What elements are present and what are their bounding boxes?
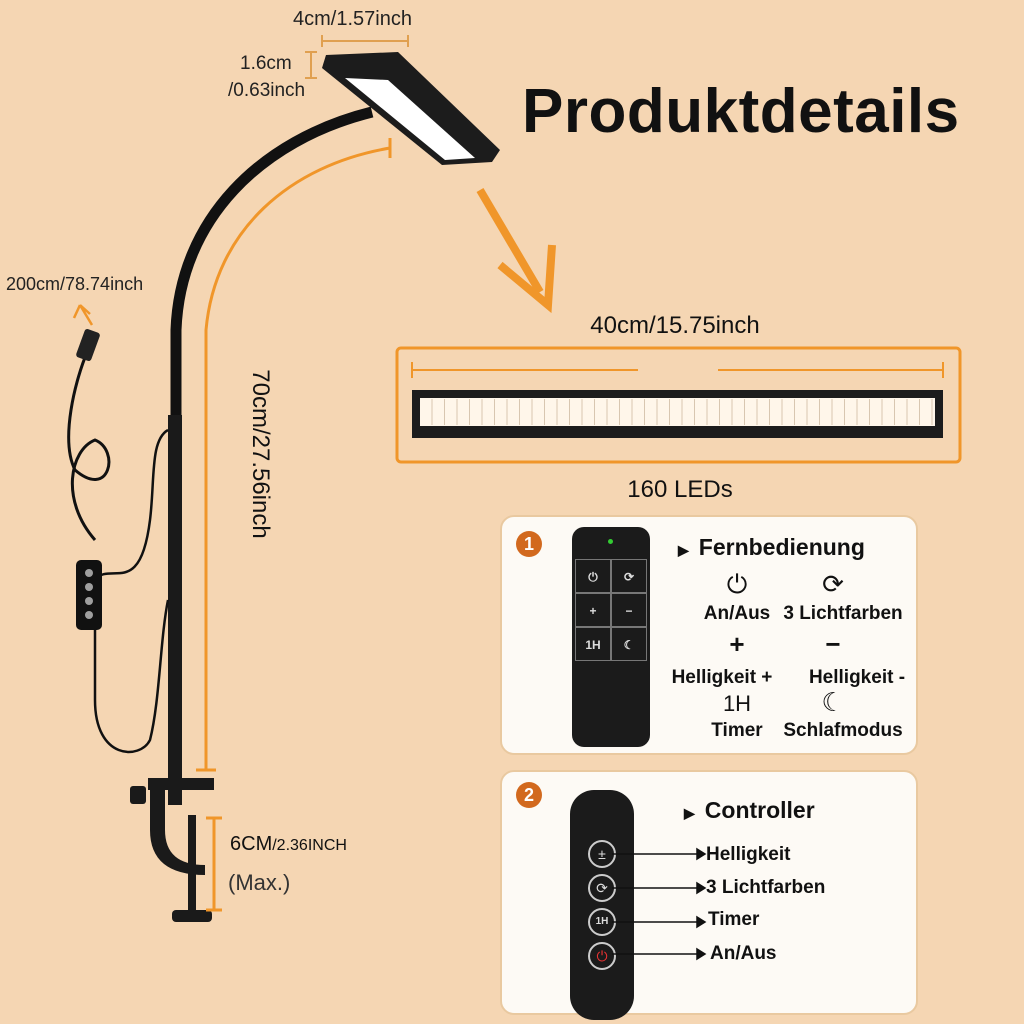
controller-power-label: An/Aus — [710, 943, 777, 964]
controller-power-icon: ⏻ — [588, 942, 616, 970]
remote-plus-icon: + — [575, 593, 611, 627]
arm-length-label: 70cm/27.56inch — [247, 369, 274, 539]
remote-cycle-icon: ⟳ — [611, 559, 647, 593]
lamp-pole — [168, 415, 182, 805]
bar-length-label: 40cm/15.75inch — [590, 312, 760, 339]
clamp-inch: /2.36INCH — [272, 837, 347, 854]
lamp-head — [322, 52, 500, 165]
usb-plug-icon — [76, 329, 100, 361]
power-cable — [93, 428, 170, 754]
moon-icon: ☾ — [821, 687, 845, 717]
bar-outline — [395, 346, 962, 464]
usb-cable — [67, 349, 111, 541]
minus-icon: − — [825, 629, 841, 659]
remote-panel: 1 ⏻ ⟳ + − 1H ☾ ▶Fernbedienung ⏻ An/Aus ⟳… — [500, 515, 918, 755]
sleep-label: Schlafmodus — [783, 720, 903, 741]
pointer-arrows — [612, 847, 707, 961]
inline-controller — [76, 560, 102, 630]
power-icon: ⏻ — [726, 569, 748, 599]
remote-power-icon: ⏻ — [575, 559, 611, 593]
head-width-label: 4cm/1.57inch — [293, 8, 412, 30]
cycle-icon: ⟳ — [822, 569, 844, 599]
clamp-max-label: (Max.) — [228, 870, 291, 895]
step-badge: 1 — [516, 531, 542, 557]
gooseneck-arm — [170, 106, 374, 420]
controller-color-label: 3 Lichtfarben — [706, 877, 826, 898]
plus-icon: + — [729, 629, 745, 659]
cable-arrow — [72, 304, 94, 326]
step-badge: 2 — [516, 782, 542, 808]
controller-heading: ▶Controller — [684, 797, 815, 823]
arm-length-dimension-line — [204, 146, 391, 770]
head-height-inch-label: /0.63inch — [228, 80, 306, 101]
remote-heading-text: Fernbedienung — [698, 534, 865, 560]
led-count-label: 160 LEDs — [627, 476, 733, 503]
clamp-cm: 6CM — [230, 833, 273, 855]
controller-image: ± ⟳ 1H ⏻ — [570, 790, 634, 1020]
color-label: 3 Lichtfarben — [783, 603, 903, 624]
orange-arrow — [476, 187, 544, 295]
controller-brightness-label: Helligkeit — [706, 844, 791, 865]
controller-timer-label: Timer — [708, 909, 760, 930]
controller-panel: 2 ± ⟳ 1H ⏻ ▶Controller Helligkeit 3 Lich… — [500, 770, 918, 1020]
brightness-down-label: Helligkeit - — [808, 667, 906, 688]
timer-label: Timer — [711, 720, 763, 741]
head-width-dimension-line — [305, 35, 409, 79]
desk-clamp — [130, 778, 214, 922]
remote-timer-button: 1H — [575, 627, 611, 661]
power-label: An/Aus — [703, 603, 771, 624]
controller-heading-text: Controller — [704, 797, 815, 823]
remote-minus-icon: − — [611, 593, 647, 627]
head-height-cm-label: 1.6cm — [240, 53, 292, 74]
cable-length-label: 200cm/78.74inch — [6, 274, 144, 294]
brightness-up-label: Helligkeit + — [671, 667, 773, 688]
remote-control-image: ⏻ ⟳ + − 1H ☾ — [572, 527, 650, 747]
clamp-dimension-line — [206, 816, 222, 912]
page-title: Produktdetails — [522, 77, 960, 146]
remote-heading: ▶Fernbedienung — [678, 534, 865, 560]
remote-moon-icon: ☾ — [611, 627, 647, 661]
timer-icon: 1H — [722, 691, 752, 716]
clamp-size-label: 6CM/2.36INCH — [230, 833, 347, 856]
